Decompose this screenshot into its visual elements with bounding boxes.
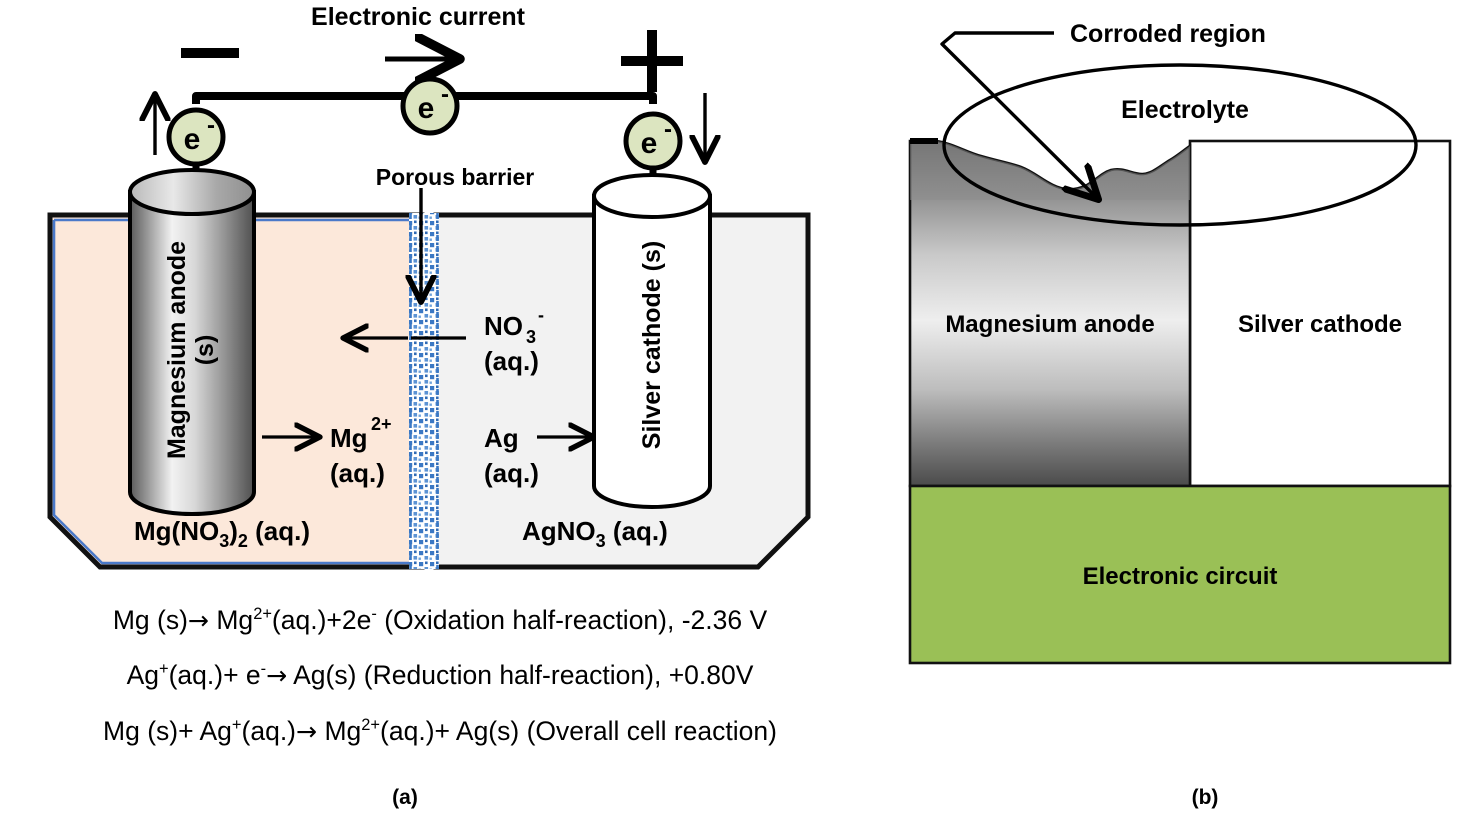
mg-ion-label-charge: 2+ [371,414,392,434]
eq2-arrow: → [266,661,288,690]
eq3-product-sup: 2+ [361,716,381,735]
eq3-note: (Overall cell reaction) [519,716,777,746]
silver-ion-label-main: Ag [484,423,519,453]
eq2-reactant-sup: + [158,660,169,679]
electron-bubble-middle-charge: - [441,81,449,108]
positive-terminal-icon [621,30,683,92]
corrosion-cell-drawing: Corroded region Electrolyte Magnesium an… [908,20,1452,665]
eq1-reactant: Mg (s) [112,605,188,635]
anode-label-group: Magnesium anode (s) [163,241,219,459]
svg-text:Mg(NO3)2 (aq.): Mg(NO3)2 (aq.) [134,516,310,551]
panel-b-corrosion-cell: Corroded region Electrolyte Magnesium an… [880,0,1475,824]
mg-ion-label: Mg 2+ (aq.) [330,414,392,488]
equation-oxidation: Mg (s)→ Mg2+(aq.)+2e- (Oxidation half-re… [0,605,880,636]
electron-bubble-middle: e - [400,76,460,136]
silver-cathode-block [1188,139,1452,488]
electronic-current-title: Electronic current [311,3,526,31]
corroded-surface-band [910,141,1190,200]
right-solution-label-p2: (aq.) [606,516,668,546]
porous-barrier [409,213,439,569]
panel-a-caption: (a) [392,786,418,809]
eq2-note: (Reduction half-reaction), +0.80V [356,660,754,690]
corroded-region-label: Corroded region [1070,20,1266,48]
nitrate-label-sub: 3 [526,327,536,347]
electron-bubble-right-label: e [641,127,658,160]
galvanic-cell-drawing: e - e - e - Electronic current Porous ba… [47,3,811,570]
left-solution-label-p1: Mg(NO [134,516,219,546]
nitrate-label-state: (aq.) [484,346,539,376]
silver-cathode-electrode [592,173,712,509]
electrolyte-ellipse [942,63,1418,227]
eq1-note: (Oxidation half-reaction), -2.36 V [376,605,768,635]
silver-ion-label-state: (aq.) [484,458,539,488]
electron-bubble-right: e - [623,111,683,171]
right-solution-label: AgNO3 (aq.) [522,516,668,551]
panel-a-galvanic-cell: e - e - e - Electronic current Porous ba… [0,3,880,747]
eq3-reactant1-rest: (aq.) [241,716,297,746]
eq3-reactant1-sup: + [231,716,242,735]
electron-bubble-left-label: e [184,123,201,156]
electrolyte-label: Electrolyte [1121,96,1249,124]
porous-barrier-fill [409,213,439,569]
eq1-product-rest: (aq.)+2e [271,605,372,635]
panel-b-cathode-label: Silver cathode [1238,311,1402,338]
equation-reduction: Ag+(aq.)+ e-→ Ag(s) (Reduction half-reac… [0,660,880,691]
magnesium-anode-electrode [128,168,256,516]
corroded-region-leader [940,31,1095,196]
panel-b-circuit-label: Electronic circuit [1083,563,1278,590]
eq1-product-main: Mg [216,605,254,635]
eq1-product-sup: 2+ [253,605,272,624]
cathode-label: Silver cathode (s) [638,241,666,449]
left-solution-label-p3: (aq.) [248,516,310,546]
nitrate-label-charge: - [538,305,544,325]
left-solution-label-sub1: 3 [219,531,229,551]
electronic-circuit-bar [908,484,1452,665]
right-solution-label-sub: 3 [596,531,606,551]
electron-bubble-right-charge: - [664,116,672,143]
silver-ion-label: Ag (aq.) [484,423,539,488]
eq2-product: Ag(s) [287,660,357,690]
panel-b-anode-label: Magnesium anode [945,311,1154,338]
left-solution-label-p2: ) [229,516,238,546]
eq3-reactant1: Mg (s)+ Ag [103,716,232,746]
svg-text:AgNO3 (aq.): AgNO3 (aq.) [522,516,668,551]
porous-barrier-label: Porous barrier [376,164,535,190]
electron-bubble-left: e - [166,107,226,167]
left-solution-label: Mg(NO3)2 (aq.) [134,516,310,551]
cathode-label-group: Silver cathode (s) [638,241,666,449]
nitrate-label: NO 3 - (aq.) [484,305,544,376]
anode-cylinder-body [128,190,256,516]
eq3-arrow: → [296,717,318,746]
eq3-product-main: Mg [317,716,362,746]
right-solution-label-p1: AgNO [522,516,596,546]
electron-bubble-left-charge: - [207,112,215,139]
mg-ion-label-state: (aq.) [330,458,385,488]
mg-ion-label-main: Mg [330,423,368,453]
eq2-reactant-rest: (aq.)+ e [168,660,261,690]
eq1-product-sup2: - [371,605,377,624]
panel-b-caption: (b) [1191,786,1219,809]
negative-terminal-icon [181,48,239,58]
eq2-reactant-main: Ag [126,660,159,690]
cathode-cylinder-top [592,173,712,219]
eq2-reactant-sup2: - [260,660,267,679]
anode-cylinder-top [128,168,256,216]
eq3-product-rest: (aq.)+ Ag(s) [380,716,520,746]
nitrate-label-main: NO [484,311,523,341]
left-solution-label-sub2: 2 [238,531,248,551]
cathode-cylinder-body [592,194,712,509]
electron-bubble-middle-label: e [418,92,435,125]
equation-overall: Mg (s)+ Ag+(aq.)→ Mg2+(aq.)+ Ag(s) (Over… [0,716,880,747]
anode-label-line2: (s) [191,335,219,366]
anode-label-line1: Magnesium anode [163,241,191,459]
eq1-arrow: → [187,606,209,635]
